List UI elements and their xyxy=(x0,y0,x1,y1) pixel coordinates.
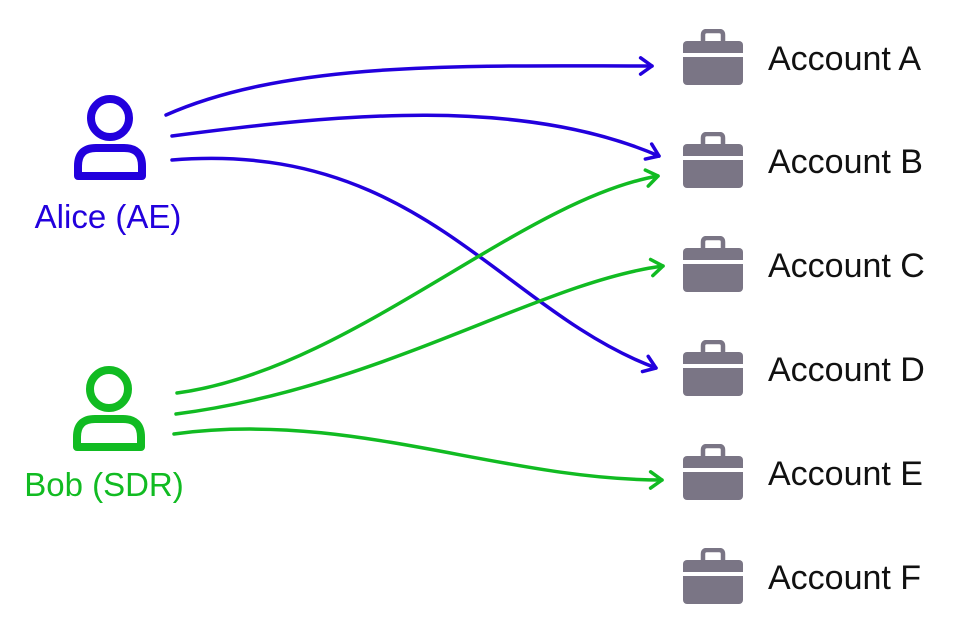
account-d: Account D xyxy=(683,342,925,396)
arrowhead xyxy=(648,470,664,490)
account-label-f: Account F xyxy=(768,559,921,597)
link-line xyxy=(164,64,654,117)
user-icon xyxy=(77,370,141,447)
link-line xyxy=(174,264,665,416)
account-label-a: Account A xyxy=(768,40,921,78)
link-line xyxy=(170,156,658,370)
person-bob: Bob (SDR) xyxy=(24,370,184,503)
person-alice: Alice (AE) xyxy=(35,99,182,235)
briefcase-icon xyxy=(683,342,743,396)
arrowhead xyxy=(638,56,654,76)
account-c: Account C xyxy=(683,238,925,292)
account-f: Account F xyxy=(683,550,921,604)
link-bob-to-account-e xyxy=(172,427,664,490)
arrowhead xyxy=(640,354,658,374)
account-e: Account E xyxy=(683,446,923,500)
briefcase-icon xyxy=(683,134,743,188)
account-label-e: Account E xyxy=(768,455,923,493)
link-bob-to-account-c xyxy=(174,257,665,416)
briefcase-icon xyxy=(683,446,743,500)
link-alice-to-account-d xyxy=(170,156,658,374)
arrowhead xyxy=(643,142,661,161)
account-label-d: Account D xyxy=(768,351,925,389)
person-label-bob: Bob (SDR) xyxy=(24,466,184,503)
link-bob-to-account-b xyxy=(175,168,660,395)
briefcase-icon xyxy=(683,31,743,85)
arrowhead xyxy=(648,257,665,278)
briefcase-icon xyxy=(683,238,743,292)
links-layer xyxy=(164,56,665,490)
account-b: Account B xyxy=(683,134,923,188)
link-line xyxy=(172,427,664,482)
link-alice-to-account-a xyxy=(164,56,654,117)
link-alice-to-account-b xyxy=(170,113,661,161)
account-label-b: Account B xyxy=(768,143,923,181)
briefcase-icon xyxy=(683,550,743,604)
account-a: Account A xyxy=(683,31,921,85)
arrowhead xyxy=(643,168,660,188)
person-label-alice: Alice (AE) xyxy=(35,198,182,235)
user-icon xyxy=(78,99,142,176)
link-line xyxy=(175,174,660,395)
link-line xyxy=(170,113,661,158)
account-label-c: Account C xyxy=(768,247,925,285)
